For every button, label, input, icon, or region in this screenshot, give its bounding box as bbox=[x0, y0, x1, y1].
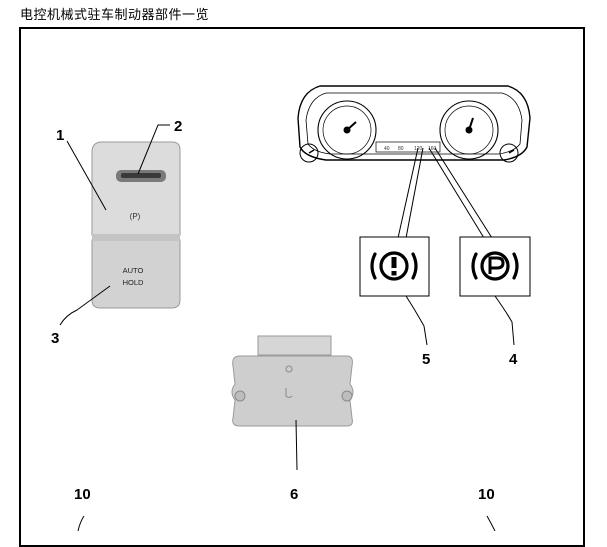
switch-parking-symbol-icon: (P) bbox=[130, 212, 141, 221]
component-diagram: (P) AUTO HOLD 1 2 3 40 80 120 bbox=[51, 85, 531, 531]
leader-lines-cluster bbox=[397, 147, 493, 239]
callout-6: 6 bbox=[290, 486, 298, 503]
brake-warning-indicator bbox=[359, 236, 430, 297]
callout-10-left: 10 bbox=[74, 486, 91, 503]
callout-1: 1 bbox=[56, 127, 64, 144]
auto-hold-label-line1: AUTO bbox=[123, 266, 144, 275]
parking-brake-icon bbox=[471, 251, 519, 281]
parking-brake-control-module bbox=[231, 335, 354, 427]
leader-lines-indicators bbox=[405, 295, 515, 346]
callout-3: 3 bbox=[51, 330, 59, 347]
svg-text:160: 160 bbox=[428, 146, 437, 152]
page-title: 电控机械式驻车制动器部件一览 bbox=[20, 8, 210, 23]
callout-10-right: 10 bbox=[478, 486, 495, 503]
svg-text:80: 80 bbox=[398, 146, 404, 152]
auto-hold-label-line2: HOLD bbox=[123, 278, 144, 287]
callout-5: 5 bbox=[422, 351, 430, 368]
svg-text:(P): (P) bbox=[130, 212, 141, 221]
callout-4: 4 bbox=[509, 351, 518, 368]
svg-text:40: 40 bbox=[384, 146, 390, 152]
parking-brake-indicator bbox=[459, 236, 531, 297]
leader-line-10-right bbox=[486, 515, 496, 531]
parking-brake-switch: (P) AUTO HOLD bbox=[91, 141, 181, 309]
instrument-cluster bbox=[297, 85, 531, 163]
cluster-scale-labels: 40 80 120 160 bbox=[384, 146, 437, 152]
leader-lines-switch bbox=[59, 124, 170, 326]
callout-2: 2 bbox=[174, 118, 182, 135]
leader-line-6 bbox=[295, 419, 298, 471]
brake-warning-icon bbox=[370, 251, 418, 281]
leader-line-10-left bbox=[77, 515, 85, 531]
